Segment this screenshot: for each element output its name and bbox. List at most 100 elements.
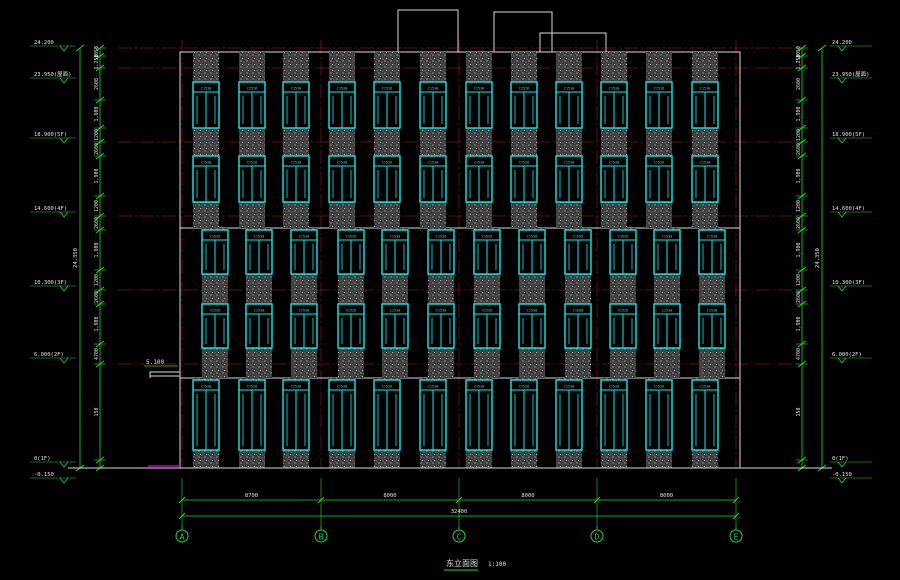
elev-value: 23.950(屋面) <box>34 71 72 78</box>
bay-dim-label: 8000 <box>660 493 673 499</box>
dim-tick <box>317 496 325 504</box>
window: C1526 <box>645 81 673 129</box>
bay-dim-label: 8700 <box>245 493 258 499</box>
dim-tick <box>732 512 740 520</box>
dim-label: 1,900 <box>796 168 802 183</box>
window-tag: C1530 <box>609 87 620 91</box>
total-width-label: 32400 <box>451 509 468 515</box>
window-tag: C1530 <box>390 235 401 239</box>
window: C1530 <box>698 303 726 349</box>
window: C1530 <box>427 229 455 275</box>
window-tag: C1526 <box>654 161 665 165</box>
elev-value: 10.300(3F) <box>34 280 67 286</box>
dim-label: 2600 <box>796 143 802 155</box>
grid-label: C <box>457 533 462 542</box>
window: C1526 <box>510 379 538 451</box>
window-tag: C1530 <box>254 309 265 313</box>
dim-label: 2600 <box>94 78 100 90</box>
window: C1530 <box>600 155 628 203</box>
window: C1526 <box>645 379 673 451</box>
window: C1530 <box>465 379 493 451</box>
window: C1526 <box>473 229 501 275</box>
window-tag: C1530 <box>662 309 673 313</box>
dim-label: 1,900 <box>94 242 100 257</box>
window-tag: C1530 <box>390 309 401 313</box>
window-tag: C1530 <box>254 235 265 239</box>
window-tag: C1526 <box>247 385 258 389</box>
window: C1530 <box>465 155 493 203</box>
window: C1530 <box>419 155 447 203</box>
bay-dim-label: 8000 <box>383 493 396 499</box>
elev-triangle <box>59 461 69 468</box>
elev-triangle <box>837 211 847 218</box>
window-tag: C1530 <box>474 161 485 165</box>
window: C1526 <box>645 155 673 203</box>
window: C1526 <box>609 303 637 349</box>
window: C1530 <box>419 379 447 451</box>
elev-triangle <box>59 477 69 484</box>
window: C1530 <box>564 229 592 275</box>
window-tag: C1526 <box>618 309 629 313</box>
window: C1530 <box>419 81 447 129</box>
window-tag: C1526 <box>346 309 357 313</box>
window-tag: C1530 <box>201 161 212 165</box>
window-tag: C1530 <box>700 87 711 91</box>
dim-label: 1,900 <box>94 106 100 121</box>
elev-triangle <box>59 211 69 218</box>
window: C1530 <box>564 303 592 349</box>
window: C1526 <box>337 229 365 275</box>
window: C1526 <box>373 155 401 203</box>
window-tag: C1530 <box>564 385 575 389</box>
elev-value: 6.000(2F) <box>34 352 64 358</box>
left-dimension-chain: 10501,25026001,900120026001,900120026001… <box>73 44 106 472</box>
window-tag: C1530 <box>700 161 711 165</box>
dim-label: 4700 <box>94 348 100 360</box>
right-elevation-marks: 24.20023.950(屋面)18.900(5F)14.600(4F)10.3… <box>830 40 872 484</box>
grid-label: D <box>595 533 600 542</box>
window: C1530 <box>555 155 583 203</box>
window: C1526 <box>201 303 229 349</box>
window: C1530 <box>328 155 356 203</box>
window-tag: C1526 <box>382 161 393 165</box>
window-tag: C1530 <box>428 385 439 389</box>
dim-label: 2600 <box>796 78 802 90</box>
window-tag: C1526 <box>346 235 357 239</box>
window: C1530 <box>381 229 409 275</box>
dim-label: 1200 <box>796 200 802 212</box>
dim-label: 2600 <box>94 143 100 155</box>
window-tag: C1526 <box>519 385 530 389</box>
elev-triangle <box>59 45 69 52</box>
grid-label: A <box>180 533 185 542</box>
elev-value: 0(1F) <box>832 456 849 462</box>
window: C1530 <box>290 229 318 275</box>
elev-triangle <box>837 461 847 468</box>
window: C1526 <box>510 81 538 129</box>
elev-triangle <box>837 77 847 84</box>
window-tag: C1530 <box>291 385 302 389</box>
overall-height-label: 24,350 <box>815 248 821 268</box>
dim-label: 150 <box>94 407 100 416</box>
window: C1530 <box>555 81 583 129</box>
canopy-level-label: 5.100 <box>146 359 164 366</box>
elev-triangle <box>59 77 69 84</box>
left-elevation-marks: 24.20023.950(屋面)18.900(5F)14.600(4F)10.3… <box>30 40 76 484</box>
overall-height-label: 24,350 <box>73 248 79 268</box>
window-tag: C1526 <box>482 309 493 313</box>
window: C1530 <box>192 379 220 451</box>
elev-value: 23.950(屋面) <box>832 71 870 78</box>
elev-value: 24.200 <box>34 40 54 46</box>
dim-label: 1,900 <box>94 168 100 183</box>
window-tag: C1530 <box>564 161 575 165</box>
dim-label: 2600 <box>94 291 100 303</box>
window: C1526 <box>201 229 229 275</box>
elev-value: 18.900(5F) <box>832 132 865 138</box>
window-tag: C1530 <box>337 87 348 91</box>
window: C1526 <box>337 303 365 349</box>
grid-label: B <box>319 533 324 542</box>
window-tag: C1526 <box>654 385 665 389</box>
window-tag: C1530 <box>573 309 584 313</box>
window: C1526 <box>238 155 266 203</box>
window-tag: C1526 <box>247 87 258 91</box>
